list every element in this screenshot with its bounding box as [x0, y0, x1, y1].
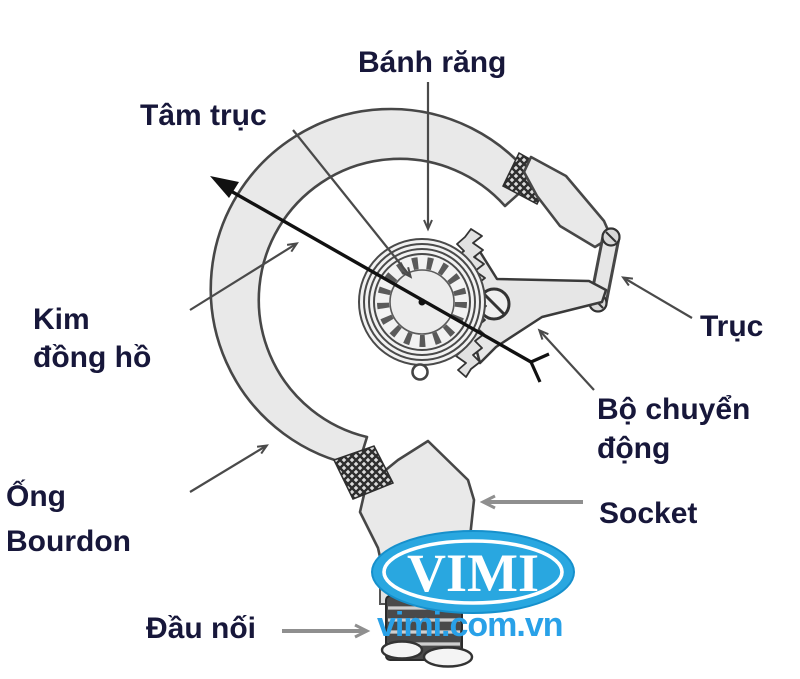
connector-fitting — [380, 595, 474, 668]
logo-inner-ring — [382, 539, 564, 605]
label-truc: Trục — [700, 310, 764, 343]
link-pivot-top-slot — [605, 231, 617, 243]
logo-text: VIMI — [407, 543, 539, 603]
logo-oval — [371, 530, 575, 614]
label-socket: Socket — [599, 497, 698, 530]
bourdon-tube-arc — [209, 107, 536, 468]
needle-tail-fork — [529, 352, 550, 383]
leader-truc — [621, 276, 693, 319]
hex-flat-right — [422, 646, 474, 668]
label-banh-rang: Bánh răng — [358, 46, 507, 79]
label-bo-line1: Bộ chuyển — [597, 393, 751, 426]
leader-bo-chuyen-dong — [537, 328, 595, 391]
label-dau-noi: Đầu nối — [146, 612, 256, 645]
leader-kim-dong-ho — [189, 242, 299, 311]
label-ong-line1: Ống — [6, 480, 66, 513]
label-kim-line1: Kim — [33, 303, 90, 336]
label-ong-bourdon: Ống Bourdon — [6, 474, 131, 564]
bourdon-tube — [209, 107, 536, 468]
needle-shaft — [221, 184, 532, 364]
vimi-logo: VIMI — [371, 530, 575, 614]
label-bo-line2: động — [597, 432, 671, 465]
hairspring-coil-3 — [368, 248, 476, 356]
pinion-gear-hairspring — [358, 238, 486, 381]
label-tam-truc: Tâm trục — [140, 99, 267, 132]
logo-website-text: vimi.com.vn — [377, 606, 564, 644]
tube-end-block — [522, 155, 613, 249]
label-ong-line2: Bourdon — [6, 525, 131, 558]
leader-ong-bourdon — [189, 444, 269, 493]
label-kim-dong-ho: Kim đồng hồ — [33, 301, 151, 377]
gear-teeth-ring — [377, 257, 467, 347]
needle-arrowhead — [210, 176, 239, 198]
label-kim-line2: đồng hồ — [33, 341, 152, 374]
hex-flat-left — [380, 640, 424, 660]
leader-tam-truc — [292, 129, 413, 279]
hairspring-coil-4 — [373, 253, 471, 351]
gear-pivot-pin — [411, 363, 429, 381]
label-bo-chuyen-dong: Bộ chuyển động — [597, 390, 750, 468]
annotation-arrows — [189, 82, 693, 639]
lever-screw-slot — [482, 292, 506, 316]
hairspring-coil-2 — [363, 243, 481, 361]
pointer-needle — [210, 176, 550, 383]
tube-weld-hatch-bottom — [332, 445, 395, 500]
